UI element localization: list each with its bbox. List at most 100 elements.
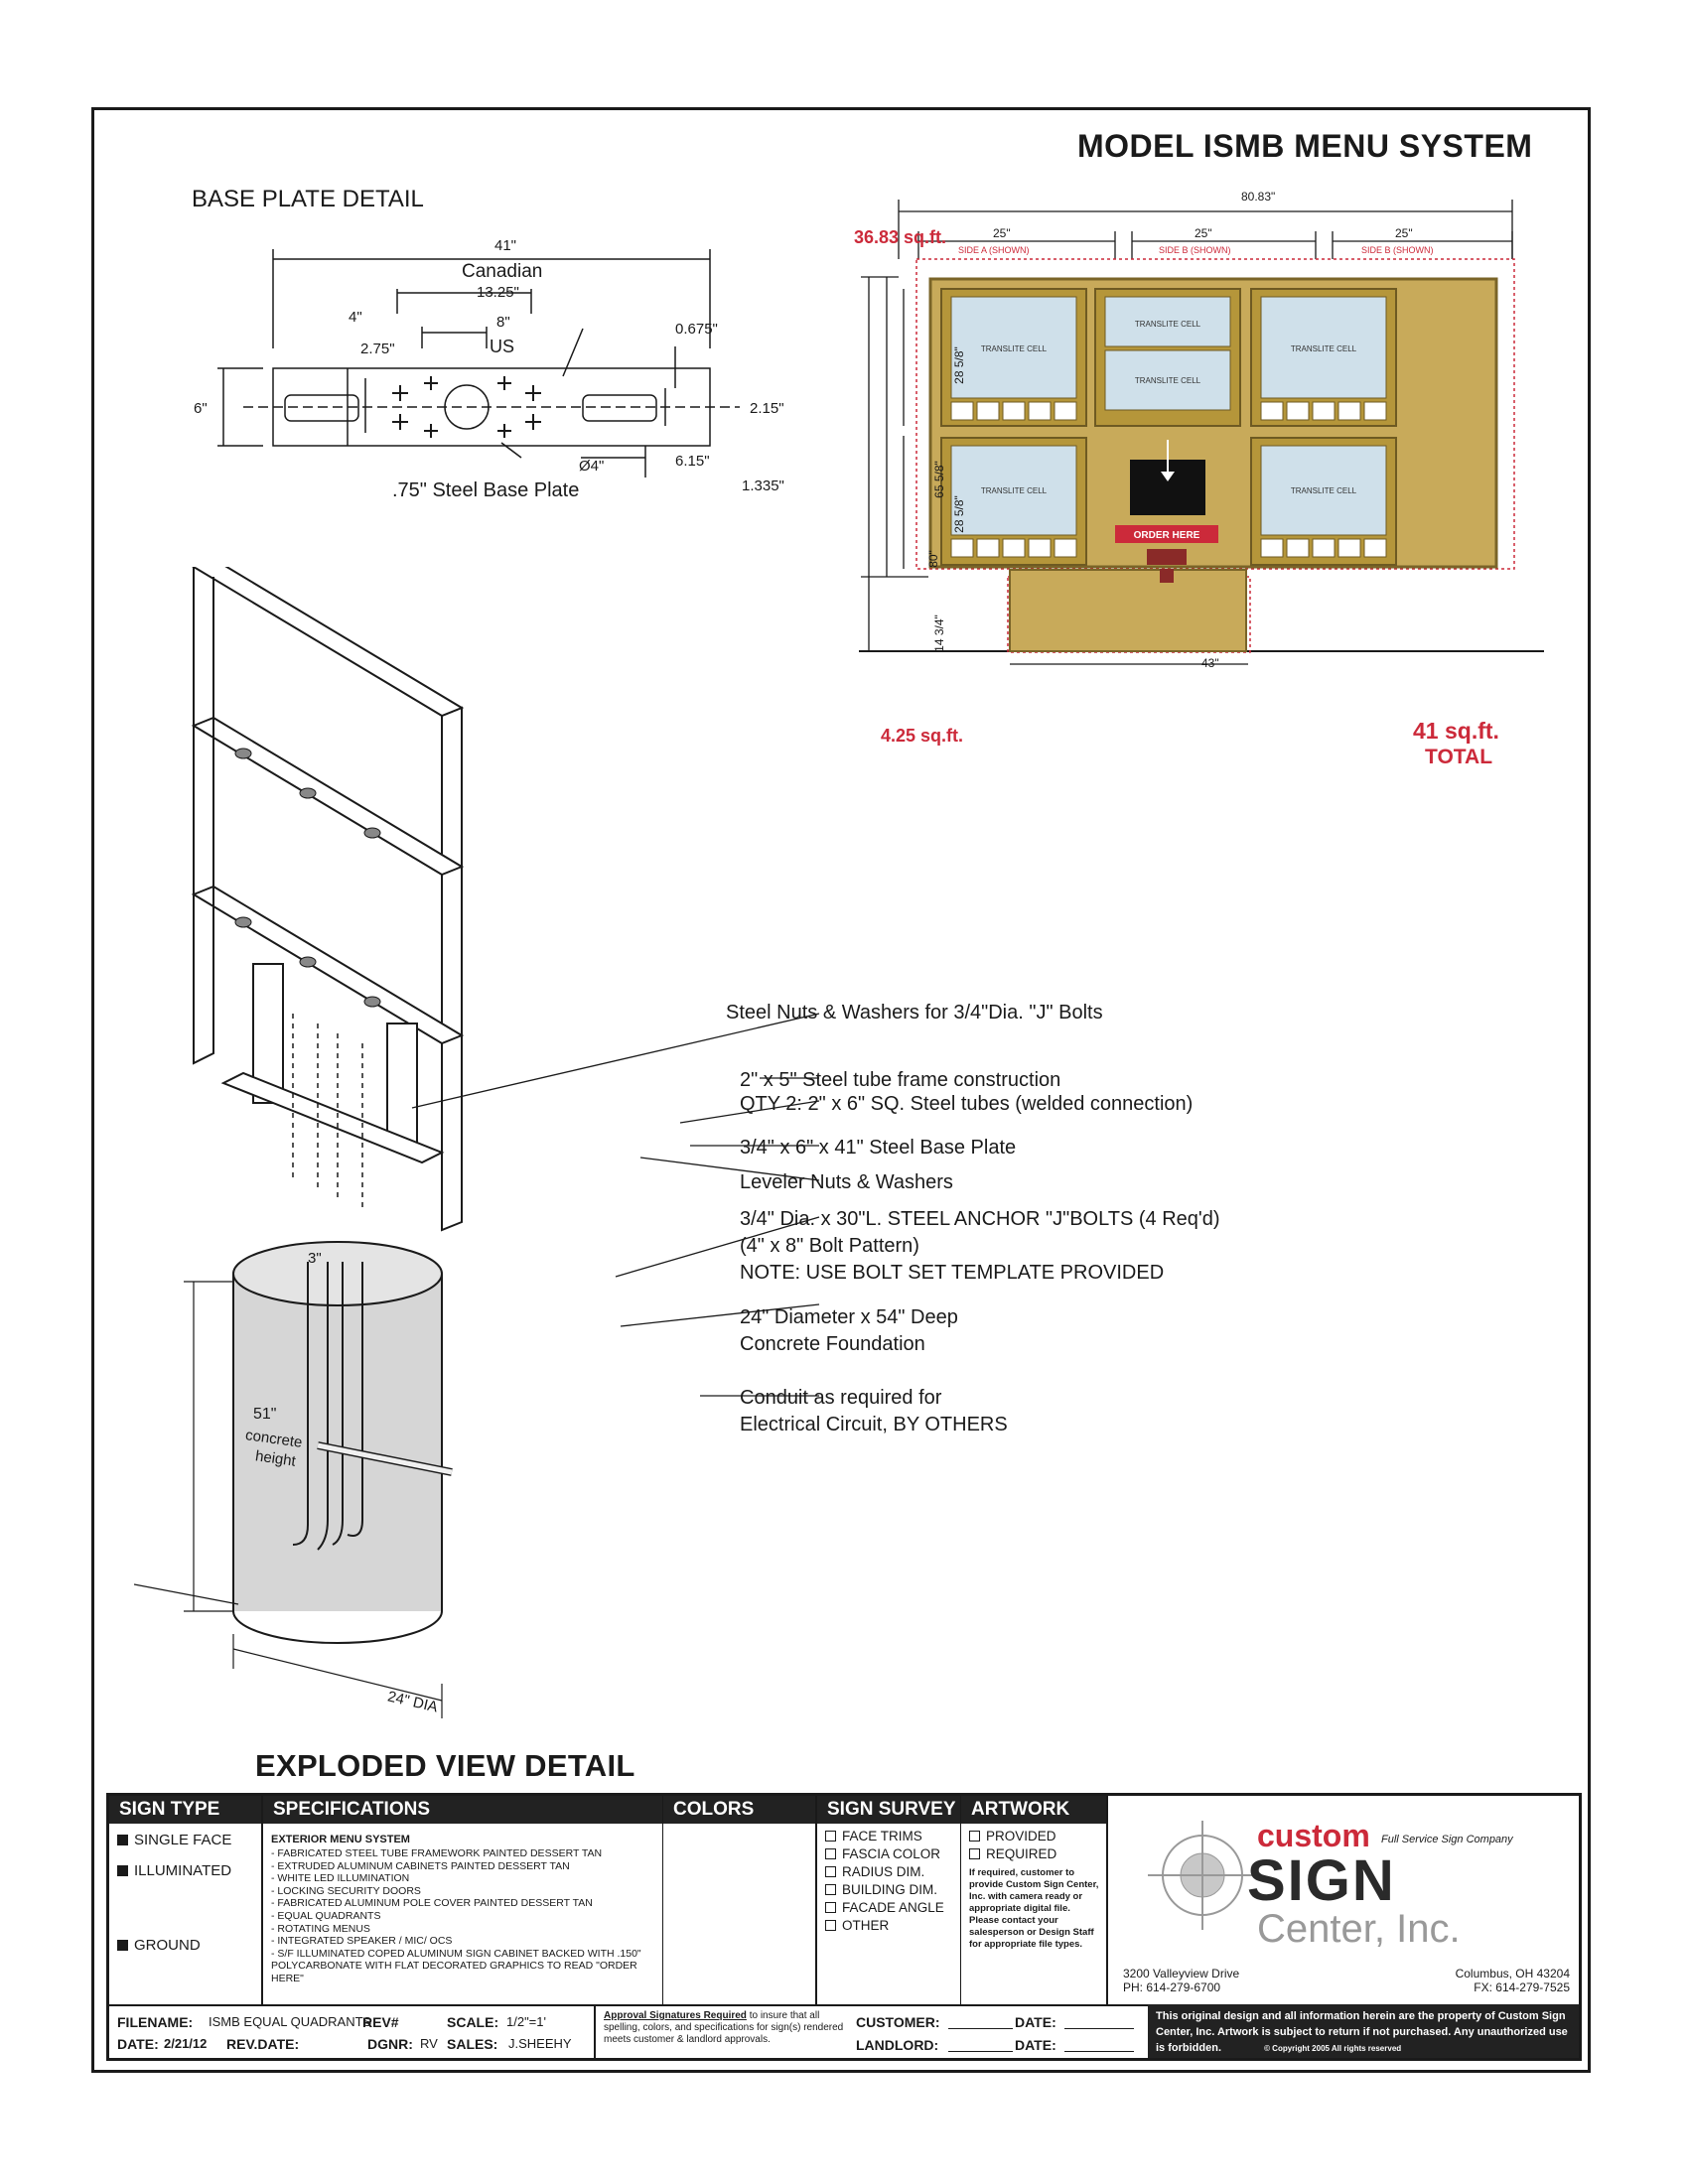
artwork-head: ARTWORK bbox=[961, 1796, 1106, 1824]
colors-head: COLORS bbox=[663, 1796, 815, 1824]
translite-label-6: TRANSLITE CELL bbox=[1291, 486, 1357, 495]
address-fax: FX: 614-279-7525 bbox=[1474, 1980, 1570, 1994]
callout-bolt-note: NOTE: USE BOLT SET TEMPLATE PROVIDED bbox=[740, 1262, 1165, 1284]
callout-base-plate: 3/4" x 6" x 41" Steel Base Plate bbox=[740, 1137, 1017, 1159]
translite-label-3: TRANSLITE CELL bbox=[1135, 376, 1201, 385]
dgnr-label: DGNR: bbox=[367, 2036, 413, 2052]
area-cabinet: 36.83 sq.ft. bbox=[854, 227, 947, 247]
translite-label-1: TRANSLITE CELL bbox=[981, 344, 1048, 353]
logo-tagline: Full Service Sign Company bbox=[1381, 1834, 1513, 1845]
exploded-view-title: EXPLODED VIEW DETAIL bbox=[255, 1748, 635, 1783]
dim-3: 3" bbox=[308, 1250, 322, 1267]
callout-steel-tubes: QTY 2: 2" x 6" SQ. Steel tubes (welded c… bbox=[740, 1093, 1194, 1115]
dgnr-value: RV bbox=[420, 2036, 438, 2051]
scale-value: 1/2"=1' bbox=[506, 2014, 546, 2029]
spec-line: - WHITE LED ILLUMINATION bbox=[271, 1872, 410, 1885]
survey-facade-angle[interactable]: FACADE ANGLE bbox=[825, 1900, 960, 1915]
address-phone: PH: 614-279-6700 bbox=[1123, 1980, 1221, 1994]
exploded-view-drawing bbox=[134, 567, 465, 1718]
drawing-sheet: MODEL ISMB MENU SYSTEM BASE PLATE DETAIL… bbox=[91, 107, 1591, 2073]
dim-2-15: 2.15" bbox=[750, 400, 784, 417]
dim-14-3-4: 14 3/4" bbox=[931, 614, 946, 652]
dim-4: 4" bbox=[349, 309, 362, 326]
survey-radius-dim[interactable]: RADIUS DIM. bbox=[825, 1864, 960, 1879]
landlord-date-line[interactable] bbox=[1064, 2051, 1134, 2052]
spec-line: POLYCARBONATE WITH FLAT DECORATED GRAPHI… bbox=[271, 1960, 637, 1984]
dim-65-5-8: 65 5/8" bbox=[931, 461, 946, 498]
landlord-label: LANDLORD: bbox=[856, 2037, 939, 2053]
sales-label: SALES: bbox=[447, 2036, 498, 2052]
label-canadian: Canadian bbox=[462, 261, 543, 282]
callout-bolt-pattern: (4" x 8" Bolt Pattern) bbox=[740, 1235, 919, 1257]
artwork-note: If required, customer to provide Custom … bbox=[969, 1867, 1099, 1950]
customer-signature-line[interactable] bbox=[948, 2028, 1013, 2029]
survey-fascia-color[interactable]: FASCIA COLOR bbox=[825, 1846, 960, 1861]
dim-side-a: 25" bbox=[993, 226, 1011, 240]
landlord-date-label: DATE: bbox=[1015, 2037, 1056, 2053]
translite-cell-3 bbox=[1104, 349, 1231, 411]
customer-date-label: DATE: bbox=[1015, 2014, 1056, 2030]
frame-left-post bbox=[193, 567, 214, 1065]
page-title: MODEL ISMB MENU SYSTEM bbox=[1077, 128, 1533, 164]
survey-building-dim[interactable]: BUILDING DIM. bbox=[825, 1882, 960, 1897]
translite-cell-2 bbox=[1104, 296, 1231, 347]
approval-text: Approval Signatures Required to insure t… bbox=[604, 2010, 844, 2045]
specifications-section: SPECIFICATIONS EXTERIOR MENU SYSTEM - FA… bbox=[263, 1796, 663, 2004]
menu-board-elevation: TRANSLITE CELL TRANSLITE CELL TRANSLITE … bbox=[859, 200, 1544, 665]
order-here-panel bbox=[1115, 525, 1218, 543]
sign-type-illuminated: ILLUMINATED bbox=[117, 1862, 261, 1879]
dim-80: 80" bbox=[925, 550, 940, 568]
side-b1-label: SIDE B (SHOWN) bbox=[1159, 245, 1231, 255]
rev-label: REV# bbox=[362, 2014, 399, 2030]
survey-face-trims[interactable]: FACE TRIMS bbox=[825, 1829, 960, 1843]
sign-type-single-face: SINGLE FACE bbox=[117, 1832, 261, 1848]
order-here-text: ORDER HERE bbox=[1134, 530, 1200, 541]
dim-2-75: 2.75" bbox=[360, 341, 395, 357]
crosshair-logo-icon bbox=[1148, 1821, 1257, 1930]
frame-mid-rail bbox=[191, 716, 465, 877]
pole-cover bbox=[1009, 569, 1247, 652]
sign-type-ground: GROUND bbox=[117, 1937, 261, 1954]
area-pole: 4.25 sq.ft. bbox=[881, 726, 964, 746]
logo-sign: SIGN bbox=[1247, 1848, 1396, 1913]
rev-date-label: REV.DATE: bbox=[226, 2036, 300, 2052]
callout-electrical: Electrical Circuit, BY OTHERS bbox=[740, 1414, 1008, 1435]
dim-43: 43" bbox=[1201, 656, 1219, 670]
customer-label: CUSTOMER: bbox=[856, 2014, 940, 2030]
artwork-required[interactable]: REQUIRED bbox=[969, 1846, 1106, 1861]
side-a-label: SIDE A (SHOWN) bbox=[958, 245, 1030, 255]
callout-tube-frame: 2" x 5" Steel tube frame construction bbox=[740, 1069, 1061, 1091]
filename-value: ISMB EQUAL QUADRANTS bbox=[209, 2014, 372, 2029]
specifications-head: SPECIFICATIONS bbox=[263, 1796, 662, 1824]
landlord-signature-line[interactable] bbox=[948, 2051, 1013, 2052]
base-plate-drawing bbox=[217, 249, 740, 478]
sign-survey-section: SIGN SURVEY FACE TRIMS FASCIA COLOR RADI… bbox=[817, 1796, 961, 2004]
exploded-base-plate bbox=[220, 1071, 445, 1164]
artwork-section: ARTWORK PROVIDED REQUIRED If required, c… bbox=[961, 1796, 1108, 2004]
filename-label: FILENAME: bbox=[117, 2014, 194, 2030]
translite-cell-4 bbox=[1260, 296, 1387, 399]
approval-section: Approval Signatures Required to insure t… bbox=[596, 2004, 1148, 2058]
colors-section: COLORS bbox=[663, 1796, 817, 2004]
sales-value: J.SHEEHY bbox=[508, 2036, 572, 2051]
dim-8: 8" bbox=[496, 314, 510, 331]
customer-date-line[interactable] bbox=[1064, 2028, 1134, 2029]
base-plate-caption: .75" Steel Base Plate bbox=[392, 479, 580, 501]
logo-center-inc: Center, Inc. bbox=[1257, 1907, 1461, 1951]
dim-28-5-8-top: 28 5/8" bbox=[951, 346, 966, 384]
translite-label-4: TRANSLITE CELL bbox=[1291, 344, 1357, 353]
company-section: custom Full Service Sign Company SIGN Ce… bbox=[1108, 1796, 1579, 2004]
callout-leveler-nuts: Leveler Nuts & Washers bbox=[740, 1171, 953, 1193]
base-plate-title: BASE PLATE DETAIL bbox=[192, 186, 424, 212]
survey-other[interactable]: OTHER bbox=[825, 1918, 960, 1933]
spec-title: EXTERIOR MENU SYSTEM bbox=[271, 1834, 410, 1845]
spec-line: - EQUAL QUADRANTS bbox=[271, 1909, 381, 1922]
sign-type-head: SIGN TYPE bbox=[109, 1796, 261, 1824]
artwork-provided[interactable]: PROVIDED bbox=[969, 1829, 1106, 1843]
area-total-word: TOTAL bbox=[1425, 746, 1493, 768]
translite-label-5: TRANSLITE CELL bbox=[981, 486, 1048, 495]
logo-custom: custom bbox=[1257, 1818, 1370, 1853]
callout-anchor-bolts: 3/4" Dia. x 30"L. STEEL ANCHOR "J"BOLTS … bbox=[740, 1208, 1220, 1230]
dim-hole-dia: Ø4" bbox=[579, 458, 605, 475]
concrete-foundation bbox=[233, 1274, 442, 1611]
